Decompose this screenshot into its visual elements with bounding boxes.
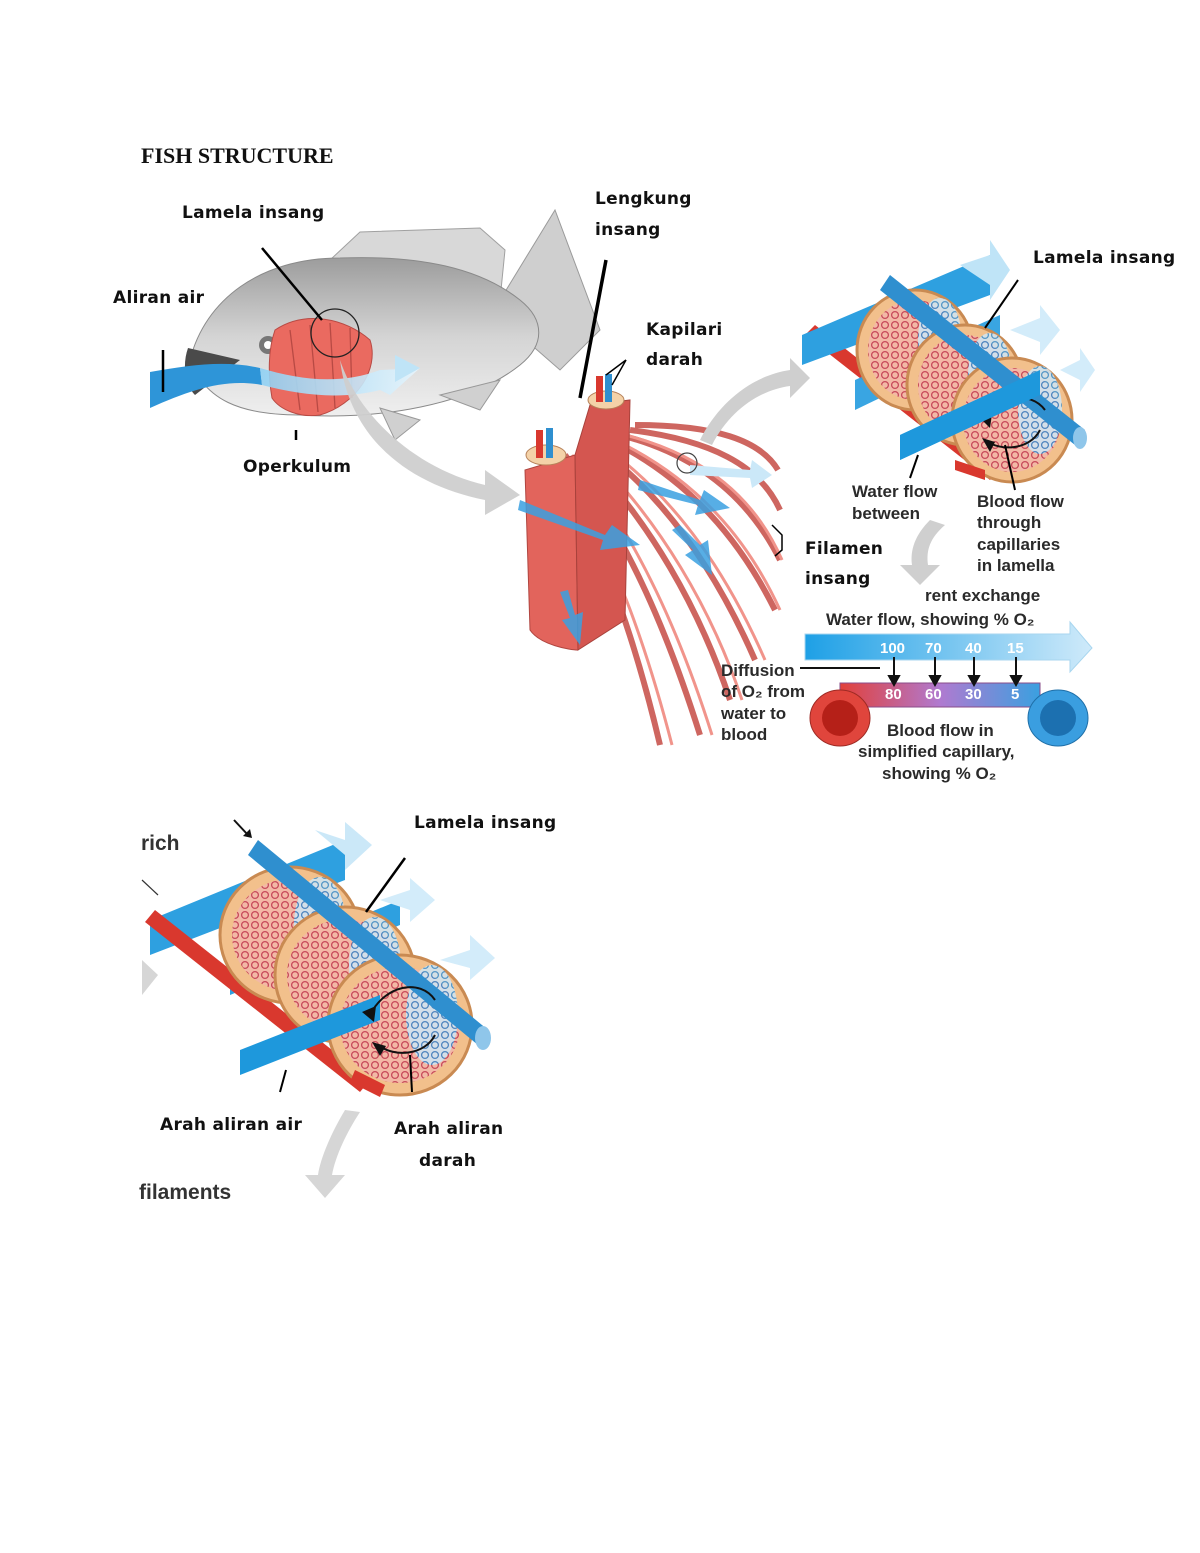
label-gill-lamella-bottom: Lamela insang: [414, 813, 557, 833]
label-capillary-line2: darah: [646, 350, 704, 370]
fig-diffusion-1: Diffusion: [721, 661, 795, 680]
fish-illustration: [150, 208, 601, 441]
fig-water-flow-o2: Water flow, showing % O₂: [826, 610, 1035, 629]
label-filament-line1: Filamen: [805, 539, 884, 559]
label-capillary-line1: Kapilari: [646, 320, 723, 340]
label-water-direction: Arah aliran air: [160, 1115, 303, 1135]
water-o2-value: 40: [965, 640, 982, 657]
label-blood-direction-line2: darah: [419, 1151, 477, 1171]
fig-blood-flow-2: through: [977, 513, 1042, 532]
leader-lines: [161, 247, 1019, 1093]
water-o2-value: 70: [925, 640, 942, 657]
blood-o2-value: 30: [965, 686, 982, 703]
fig-countercurrent: rent exchange: [925, 586, 1041, 605]
fig-water-flow-between-2: between: [852, 504, 921, 523]
page-title: FISH STRUCTURE: [141, 143, 334, 168]
water-o2-value: 100: [880, 640, 906, 657]
label-water-flow: Aliran air: [113, 288, 205, 308]
blood-o2-value: 80: [885, 686, 902, 703]
fig-filaments: filaments: [139, 1181, 232, 1204]
lamellae-bottom-illustration: [141, 819, 495, 1198]
fig-blood-simplified-1: Blood flow in: [887, 721, 994, 740]
fig-rich: rich: [141, 832, 180, 855]
water-o2-value: 15: [1007, 640, 1024, 657]
fig-blood-flow-1: Blood flow: [977, 492, 1064, 511]
label-operculum: Operkulum: [243, 457, 352, 477]
blood-o2-value: 60: [925, 686, 942, 703]
fig-diffusion-4: blood: [721, 725, 768, 744]
fig-diffusion-3: water to: [721, 704, 787, 723]
countercurrent-illustration: [800, 620, 1093, 747]
label-filament-line2: insang: [805, 569, 871, 589]
label-gill-lamella-right: Lamela insang: [1033, 248, 1176, 268]
gill-filaments-illustration: [518, 374, 784, 746]
fig-water-flow-between-1: Water flow: [852, 482, 938, 501]
fig-blood-simplified-3: showing % O₂: [882, 764, 997, 783]
label-gill-lamella-fish: Lamela insang: [182, 203, 325, 223]
lamellae-top-illustration: [802, 240, 1095, 484]
fig-blood-simplified-2: simplified capillary,: [858, 742, 1015, 761]
fig-diffusion-2: of O₂ from: [721, 682, 806, 701]
blood-o2-value: 5: [1011, 686, 1020, 703]
fig-blood-flow-4: in lamella: [977, 556, 1055, 575]
label-gill-arch-line1: Lengkung: [595, 189, 692, 209]
fig-blood-flow-3: capillaries: [977, 535, 1061, 554]
label-blood-direction-line1: Arah aliran: [394, 1119, 504, 1139]
label-gill-arch-line2: insang: [595, 220, 661, 240]
